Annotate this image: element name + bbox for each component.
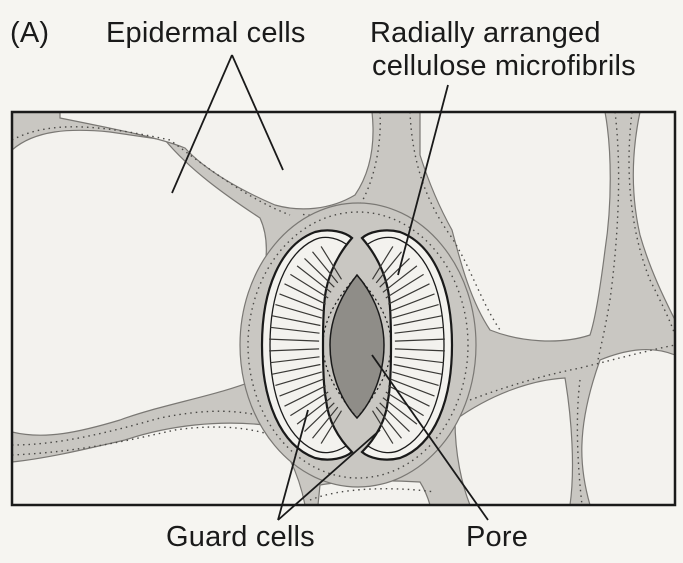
epidermal-cells-label: Epidermal cells bbox=[106, 17, 306, 50]
microfibrils-label-line2: cellulose microfibrils bbox=[372, 50, 636, 83]
microfibrils-label-line1: Radially arranged bbox=[370, 17, 636, 50]
microfibrils-label: Radially arranged cellulose microfibrils bbox=[370, 17, 636, 83]
panel-label: (A) bbox=[10, 17, 49, 50]
epidermal-cell-right-bottom bbox=[582, 350, 675, 505]
guard-cells-label: Guard cells bbox=[166, 521, 315, 554]
pore-label: Pore bbox=[466, 521, 528, 554]
